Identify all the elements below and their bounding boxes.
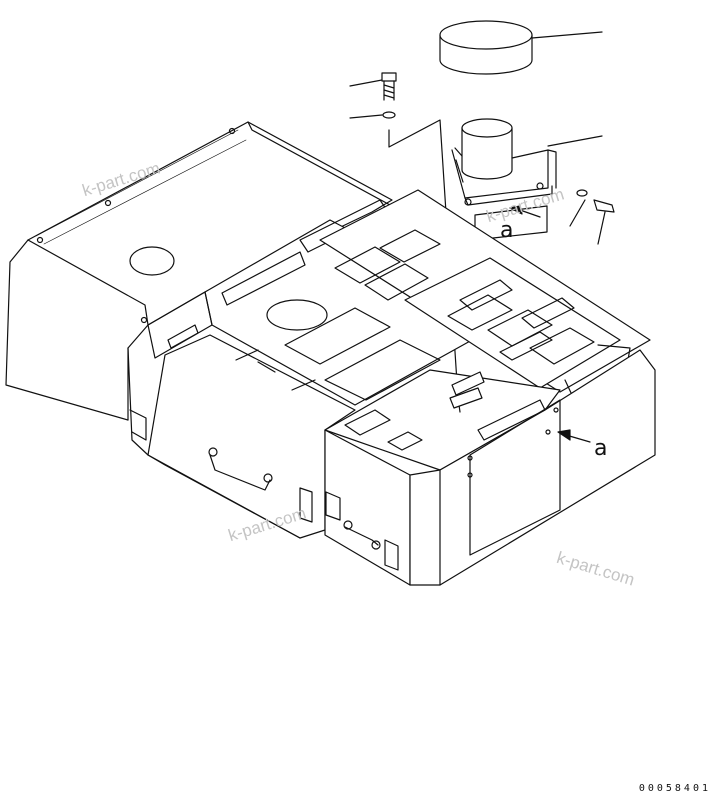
- callout-label-a-upper: a: [500, 218, 514, 243]
- left-hood: [5, 121, 393, 456]
- right-hood: [319, 189, 651, 396]
- pre-cleaner-bracket: [451, 118, 615, 245]
- lead-lines: [449, 387, 483, 413]
- middle-hood: [147, 199, 491, 406]
- left-side-panel: [147, 334, 356, 539]
- callout-label-a-right: a: [594, 436, 608, 461]
- air-cleaner-cap: [439, 20, 603, 75]
- right-side-box: [324, 349, 656, 586]
- document-number: 00058401: [638, 783, 711, 794]
